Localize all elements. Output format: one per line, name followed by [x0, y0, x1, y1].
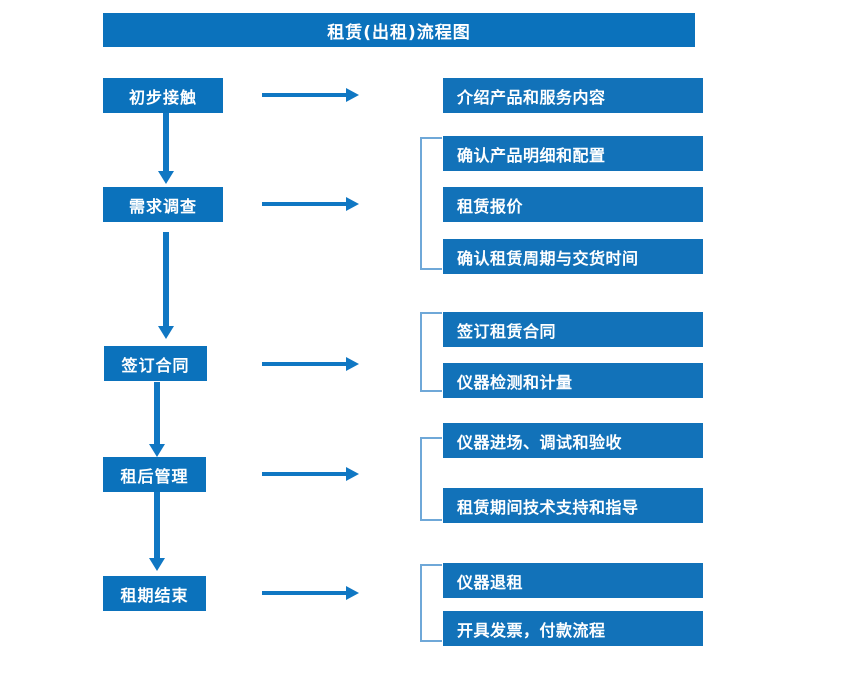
right-arrow-icon-1 — [262, 85, 360, 105]
detail-label-5-1: 仪器退租 — [457, 572, 524, 592]
detail-box-4-2[interactable]: 租赁期间技术支持和指导 — [443, 488, 703, 523]
detail-label-5-2: 开具发票，付款流程 — [457, 620, 606, 640]
down-arrow-icon-3 — [146, 382, 168, 458]
group-bracket-icon-4 — [418, 437, 444, 521]
detail-box-4-1[interactable]: 仪器进场、调试和验收 — [443, 423, 703, 458]
stage-label-3: 签订合同 — [121, 355, 190, 375]
detail-label-4-1: 仪器进场、调试和验收 — [457, 432, 623, 452]
detail-label-2-2: 租赁报价 — [457, 196, 524, 216]
stage-label-2: 需求调查 — [128, 196, 197, 216]
detail-label-2-1: 确认产品明细和配置 — [457, 145, 606, 165]
detail-label-3-1: 签订租赁合同 — [457, 321, 557, 341]
detail-box-5-1[interactable]: 仪器退租 — [443, 563, 703, 598]
detail-label-2-3: 确认租赁周期与交货时间 — [457, 248, 639, 268]
stage-box-4[interactable]: 租后管理 — [103, 457, 206, 492]
detail-box-2-3[interactable]: 确认租赁周期与交货时间 — [443, 239, 703, 274]
stage-box-3[interactable]: 签订合同 — [104, 346, 207, 381]
detail-box-5-2[interactable]: 开具发票，付款流程 — [443, 611, 703, 646]
right-arrow-icon-2 — [262, 194, 360, 214]
stage-box-1[interactable]: 初步接触 — [103, 78, 223, 113]
detail-label-3-2: 仪器检测和计量 — [457, 372, 573, 392]
detail-box-3-2[interactable]: 仪器检测和计量 — [443, 363, 703, 398]
detail-box-3-1[interactable]: 签订租赁合同 — [443, 312, 703, 347]
detail-box-2-1[interactable]: 确认产品明细和配置 — [443, 136, 703, 171]
group-bracket-icon-2 — [418, 137, 444, 270]
group-bracket-icon-3 — [418, 312, 444, 392]
down-arrow-icon-4 — [146, 492, 168, 572]
down-arrow-icon-2 — [155, 232, 177, 340]
stage-label-1: 初步接触 — [128, 87, 197, 107]
stage-label-5: 租期结束 — [120, 585, 189, 605]
down-arrow-icon-1 — [155, 113, 177, 185]
right-arrow-icon-4 — [262, 464, 360, 484]
detail-box-1-1[interactable]: 介绍产品和服务内容 — [443, 78, 703, 113]
detail-label-1-1: 介绍产品和服务内容 — [457, 87, 606, 107]
page-title: 租赁(出租)流程图 — [327, 22, 471, 43]
stage-box-5[interactable]: 租期结束 — [103, 576, 206, 611]
stage-label-4: 租后管理 — [120, 466, 189, 486]
detail-label-4-2: 租赁期间技术支持和指导 — [457, 497, 639, 517]
right-arrow-icon-3 — [262, 354, 360, 374]
detail-box-2-2[interactable]: 租赁报价 — [443, 187, 703, 222]
right-arrow-icon-5 — [262, 583, 360, 603]
chart-title-banner: 租赁(出租)流程图 — [103, 13, 695, 47]
group-bracket-icon-5 — [418, 564, 444, 642]
stage-box-2[interactable]: 需求调查 — [103, 187, 223, 222]
